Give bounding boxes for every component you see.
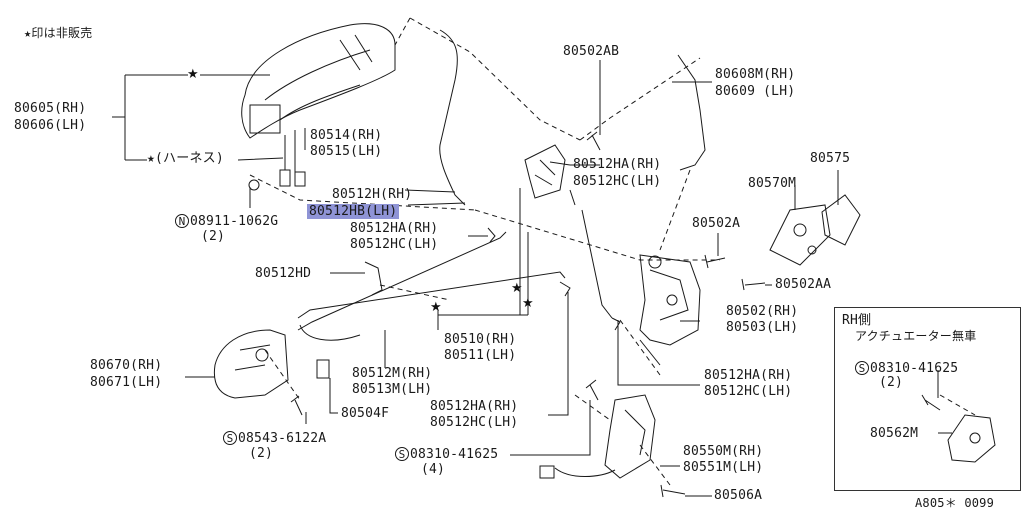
part-label: 80512HA(RH) [573, 157, 662, 172]
part-label: 80550M(RH) [683, 444, 764, 459]
part-label: 80606(LH) [14, 118, 87, 133]
part-label: 80512HC(LH) [350, 237, 439, 252]
part-label: 80512HD [255, 266, 312, 281]
part-label: 80504F [341, 406, 390, 421]
part-label: 80510(RH) [444, 332, 517, 347]
rod-80512m [297, 271, 566, 319]
clip-80512hd-drawing [364, 261, 383, 296]
part-label: 80514(RH) [310, 128, 383, 143]
part-label: 80551M(LH) [683, 460, 764, 475]
actuator-small-drawing [947, 414, 996, 463]
outside-handle-drawing [241, 23, 396, 187]
highlight-box: 80512HB(LH) [307, 204, 400, 219]
part-label: 80562M [870, 426, 919, 441]
non-sale-note: ★印は非販売 [24, 26, 93, 40]
part-label: 80502(RH) [726, 304, 799, 319]
part-label: 80670(RH) [90, 358, 163, 373]
star-marker: ★ [522, 296, 534, 311]
latch-bracket-drawing [524, 144, 566, 199]
inner-handle-drawing [213, 329, 289, 399]
part-label: 80502AB [563, 44, 620, 59]
part-label: 80512HA(RH) [430, 399, 519, 414]
clip-80512ha-drawing [487, 227, 496, 243]
part-label: 80512HC(LH) [573, 174, 662, 189]
part-qty: (2) [201, 229, 226, 244]
part-label: 80609 (LH) [715, 84, 796, 99]
part-label: ★(ハーネス) [147, 151, 224, 166]
hinge-drawing [769, 204, 831, 266]
actuator-drawing [539, 394, 656, 479]
rod-80514 [439, 29, 466, 206]
figure-code: A805＊ 0099 [915, 496, 995, 510]
inset-title: RH側 [842, 313, 872, 328]
part-qty: (2) [249, 446, 274, 461]
part-label: 80503(LH) [726, 320, 799, 335]
part-label: 80513M(LH) [352, 382, 433, 397]
nut-code: 08911-1062G [190, 214, 279, 229]
part-label: 80515(LH) [310, 144, 383, 159]
door-lock-drawing [639, 254, 701, 366]
inset-subtitle: アクチュエーター無車 [855, 329, 977, 343]
circle-s-icon: S [395, 447, 409, 461]
part-label: 80512HA(RH) [704, 368, 793, 383]
circle-s-icon: S [223, 431, 237, 445]
part-label: 80512HC(LH) [704, 384, 793, 399]
part-label-highlighted: 80512HB(LH) [307, 204, 400, 219]
star-marker: ★ [187, 67, 199, 82]
star-marker: ★ [511, 281, 523, 296]
part-label: 80502A [692, 216, 741, 231]
rh-side-inset-box [834, 307, 1021, 491]
part-qty: (2) [879, 375, 904, 390]
part-label: 80512HA(RH) [350, 221, 439, 236]
part-label: 80511(LH) [444, 348, 517, 363]
screw-code: 08543-6122A [238, 431, 327, 446]
bolt-code: 08310-41625 [410, 447, 499, 462]
leader-lines [112, 60, 952, 497]
rod-80510 [581, 209, 613, 319]
part-label: 80512H(RH) [332, 187, 413, 202]
part-label: 80512HC(LH) [430, 415, 519, 430]
part-label: 80671(LH) [90, 375, 163, 390]
part-label: 80570M [748, 176, 797, 191]
part-label: 80506A [714, 488, 763, 503]
circle-s-icon: S [855, 361, 869, 375]
part-label: 80575 [810, 151, 851, 166]
bolt-code: 08310-41625 [870, 361, 959, 376]
part-label: 80605(RH) [14, 101, 87, 116]
part-label: 80608M(RH) [715, 67, 796, 82]
circle-n-icon: N [175, 214, 189, 228]
part-label: 80502AA [775, 277, 832, 292]
part-qty: (4) [421, 462, 446, 477]
striker-drawing [821, 194, 861, 246]
part-label: 80512M(RH) [352, 366, 433, 381]
wire-80608m [677, 54, 706, 171]
bolt-drawings [248, 131, 941, 498]
star-marker: ★ [430, 300, 442, 315]
